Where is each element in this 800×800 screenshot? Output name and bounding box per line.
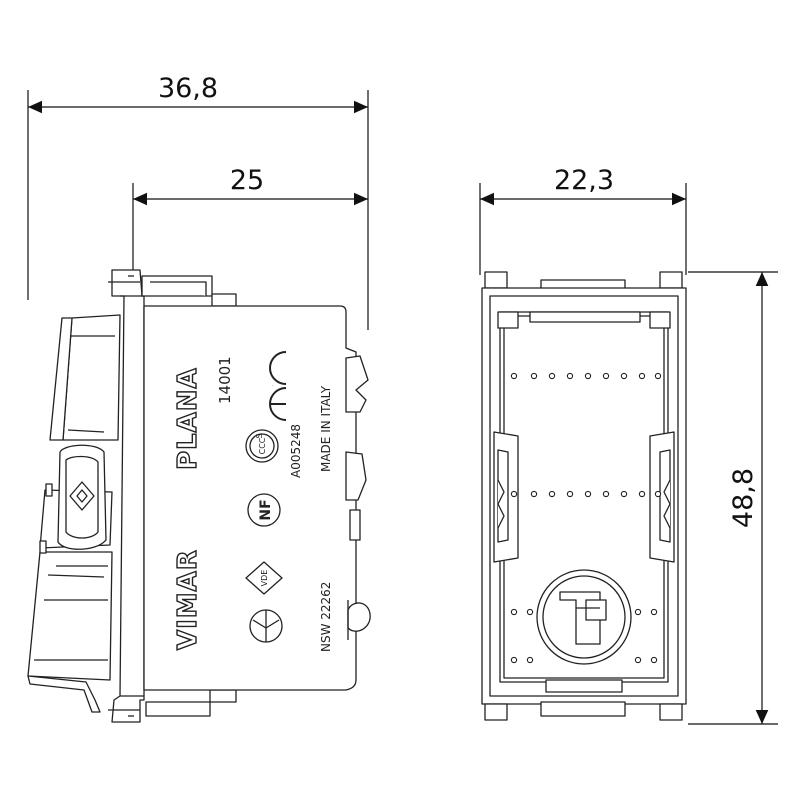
dimension-overall-depth: 36,8 bbox=[27, 73, 369, 330]
vde-mark-icon: VDE bbox=[245, 561, 283, 595]
front-vent-dots bbox=[510, 372, 662, 664]
ccc-mark-icon: CCC S bbox=[245, 429, 279, 463]
ccc-s-text: S bbox=[255, 433, 264, 438]
vent-dot bbox=[510, 490, 518, 498]
front-round-terminal bbox=[536, 569, 632, 665]
vent-dot bbox=[548, 372, 556, 380]
vent-dot bbox=[526, 656, 534, 664]
vent-dot bbox=[602, 372, 610, 380]
vent-dot bbox=[654, 490, 662, 498]
brand-label: VIMAR bbox=[173, 549, 203, 650]
vent-dot bbox=[638, 490, 646, 498]
dim-label-body-depth: 25 bbox=[230, 165, 264, 196]
article-code-label: 14001 bbox=[216, 356, 234, 404]
vent-dot bbox=[638, 372, 646, 380]
top-latches bbox=[141, 275, 237, 717]
series-label: PLANA bbox=[173, 367, 203, 470]
dim-label-width: 22,3 bbox=[554, 165, 614, 196]
dimension-height: 48,8 bbox=[688, 271, 778, 725]
vent-dot bbox=[510, 656, 518, 664]
vent-dot bbox=[634, 608, 642, 616]
vent-dot bbox=[566, 372, 574, 380]
front-bottom-tabs bbox=[484, 701, 683, 721]
ground-mark-icon bbox=[249, 609, 283, 643]
vent-dot bbox=[620, 372, 628, 380]
origin-label: MADE IN ITALY bbox=[319, 385, 333, 472]
vent-dot bbox=[530, 372, 538, 380]
vent-dot bbox=[548, 490, 556, 498]
dimension-width: 22,3 bbox=[479, 165, 687, 275]
front-side-clips bbox=[493, 431, 675, 563]
dim-label-overall-depth: 36,8 bbox=[158, 73, 218, 104]
vent-dot bbox=[634, 656, 642, 664]
vent-dot bbox=[654, 372, 662, 380]
front-view bbox=[481, 271, 687, 721]
ce-mark-icon bbox=[269, 351, 287, 421]
vent-dot bbox=[526, 608, 534, 616]
vent-dot bbox=[584, 372, 592, 380]
dimension-body-depth: 25 bbox=[132, 165, 368, 300]
vent-dot bbox=[620, 490, 628, 498]
vent-dot bbox=[566, 490, 574, 498]
nf-mark-text: NF bbox=[258, 499, 274, 520]
dim-label-height: 48,8 bbox=[728, 468, 759, 528]
ce-mark-text: CE bbox=[272, 385, 274, 387]
vent-dot bbox=[510, 608, 518, 616]
vde-mark-text: VDE bbox=[260, 570, 269, 587]
vent-dot bbox=[650, 656, 658, 664]
vent-dot bbox=[584, 490, 592, 498]
vent-dot bbox=[602, 490, 610, 498]
ccc-code-label: A005248 bbox=[289, 424, 303, 478]
vent-dot bbox=[650, 608, 658, 616]
nf-mark-icon: NF bbox=[247, 493, 281, 527]
rocker-cover bbox=[27, 314, 121, 713]
ccc-mark-text: CCC bbox=[258, 437, 267, 454]
vent-dot bbox=[530, 490, 538, 498]
side-body bbox=[143, 305, 357, 691]
vent-dot bbox=[510, 372, 518, 380]
side-view: CCC S NF VDE bbox=[27, 269, 371, 723]
rear-terminals bbox=[345, 355, 371, 640]
approval-code-label: NSW 22262 bbox=[319, 582, 333, 652]
